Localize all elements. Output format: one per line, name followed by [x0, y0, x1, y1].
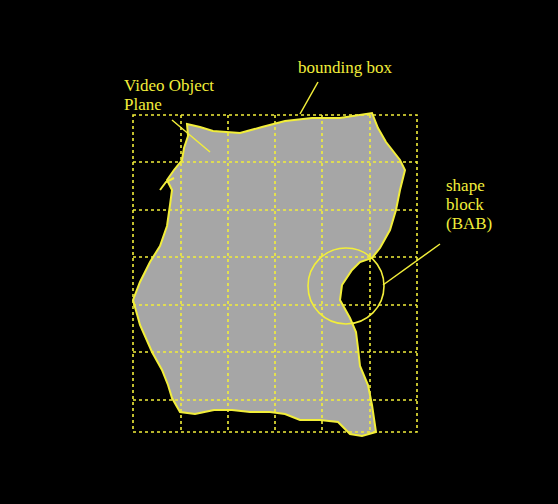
- leader-lines: [172, 82, 440, 285]
- stray-contour: [160, 178, 174, 190]
- shape-block-circle: [308, 248, 384, 324]
- bounding-box: [133, 115, 417, 432]
- label-video-object-plane: Video Object Plane: [124, 76, 234, 114]
- video-object-plane: [133, 113, 405, 436]
- grid: [133, 115, 417, 432]
- label-bounding-box: bounding box: [298, 58, 418, 77]
- label-shape-block: shape block (BAB): [446, 176, 498, 233]
